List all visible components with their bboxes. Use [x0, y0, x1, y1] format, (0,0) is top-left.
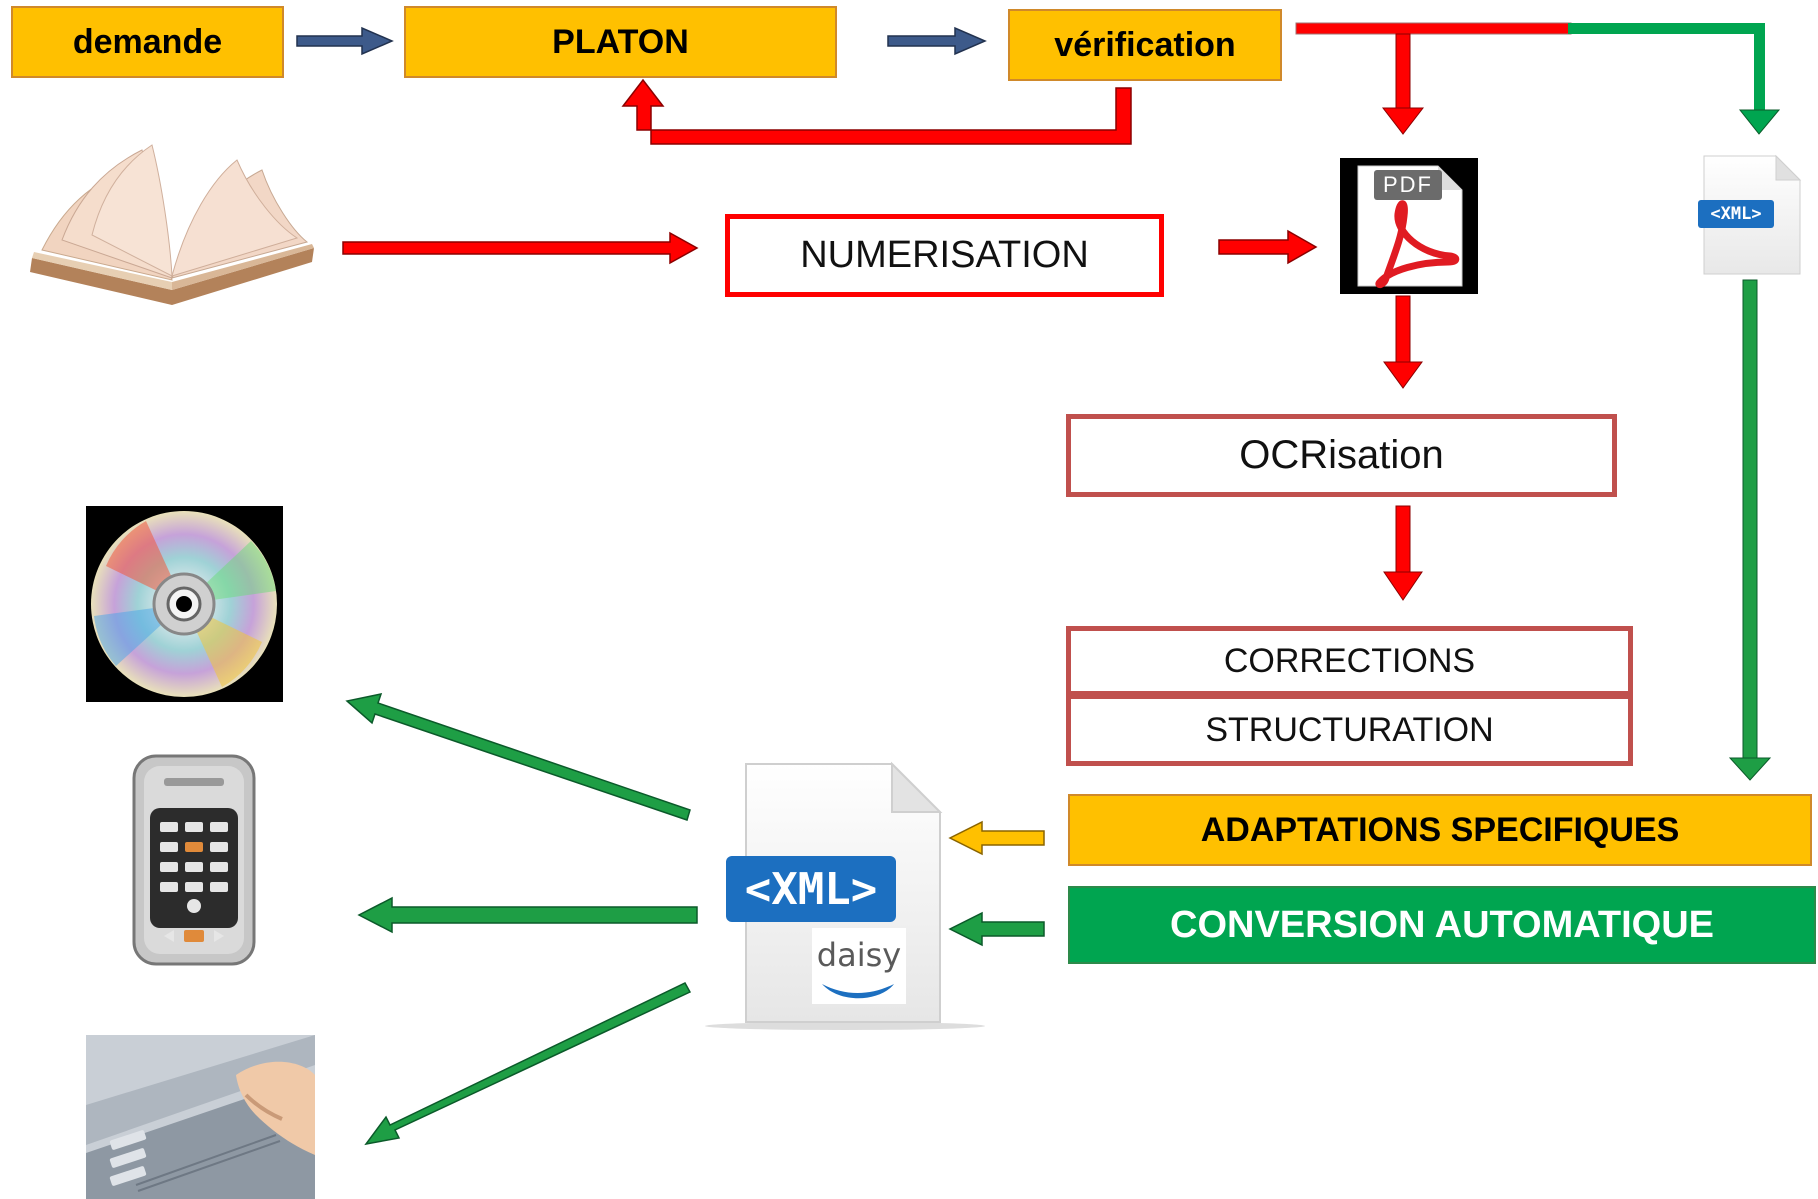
node-structuration-label: STRUCTURATION — [1205, 710, 1494, 749]
arrow-xml-to-braille — [364, 982, 692, 1146]
braille-display-icon — [86, 1035, 315, 1199]
node-structuration: STRUCTURATION — [1066, 694, 1633, 766]
xml-daisy-file-icon: <XML> daisy — [700, 760, 990, 1030]
node-demande-label: demande — [72, 22, 223, 61]
xml-file-icon-small: <XML> — [1682, 152, 1816, 280]
node-conversion: CONVERSION AUTOMATIQUE — [1068, 886, 1816, 964]
node-numerisation: NUMERISATION — [725, 214, 1164, 297]
pdf-file-icon: PDF — [1340, 158, 1478, 294]
node-adaptations-label: ADAPTATIONS SPECIFIQUES — [1200, 810, 1680, 849]
node-demande: demande — [11, 6, 284, 78]
arrow-verification-back-to-platon — [621, 78, 1132, 145]
cd-disc-icon — [86, 506, 283, 702]
node-verification: vérification — [1008, 9, 1282, 81]
split-line — [1295, 22, 1781, 135]
arrow-book-to-numerisation — [342, 231, 699, 265]
daisy-player-icon — [132, 754, 256, 966]
daisy-label: daisy — [816, 936, 902, 974]
arrow-xml-to-adaptations — [1728, 279, 1772, 781]
node-corrections-label: CORRECTIONS — [1223, 641, 1476, 680]
pdf-label: PDF — [1383, 172, 1433, 197]
arrow-ocrisation-to-corrections — [1383, 505, 1423, 601]
node-verification-label: vérification — [1054, 25, 1236, 64]
arrow-xml-to-cd — [345, 693, 691, 821]
arrow-pdf-to-ocrisation — [1383, 295, 1423, 389]
arrow-numerisation-to-pdf — [1218, 229, 1318, 265]
xml-big-label: <XML> — [744, 864, 878, 915]
xml-small-label: <XML> — [1710, 204, 1762, 224]
node-numerisation-label: NUMERISATION — [800, 234, 1089, 276]
node-ocrisation: OCRisation — [1066, 414, 1617, 497]
node-platon-label: PLATON — [552, 22, 689, 61]
arrow-conversion-to-xml — [948, 911, 1045, 947]
open-book-icon — [30, 144, 314, 305]
node-adaptations: ADAPTATIONS SPECIFIQUES — [1068, 794, 1812, 866]
arrow-platon-to-verification — [887, 26, 987, 56]
arrow-xml-to-player — [357, 896, 698, 934]
node-ocrisation-label: OCRisation — [1239, 433, 1444, 477]
arrow-demande-to-platon — [296, 26, 394, 56]
node-corrections: CORRECTIONS — [1066, 626, 1633, 696]
node-conversion-label: CONVERSION AUTOMATIQUE — [1170, 903, 1714, 946]
arrow-adaptations-to-xml — [948, 820, 1045, 856]
node-platon: PLATON — [404, 6, 837, 78]
